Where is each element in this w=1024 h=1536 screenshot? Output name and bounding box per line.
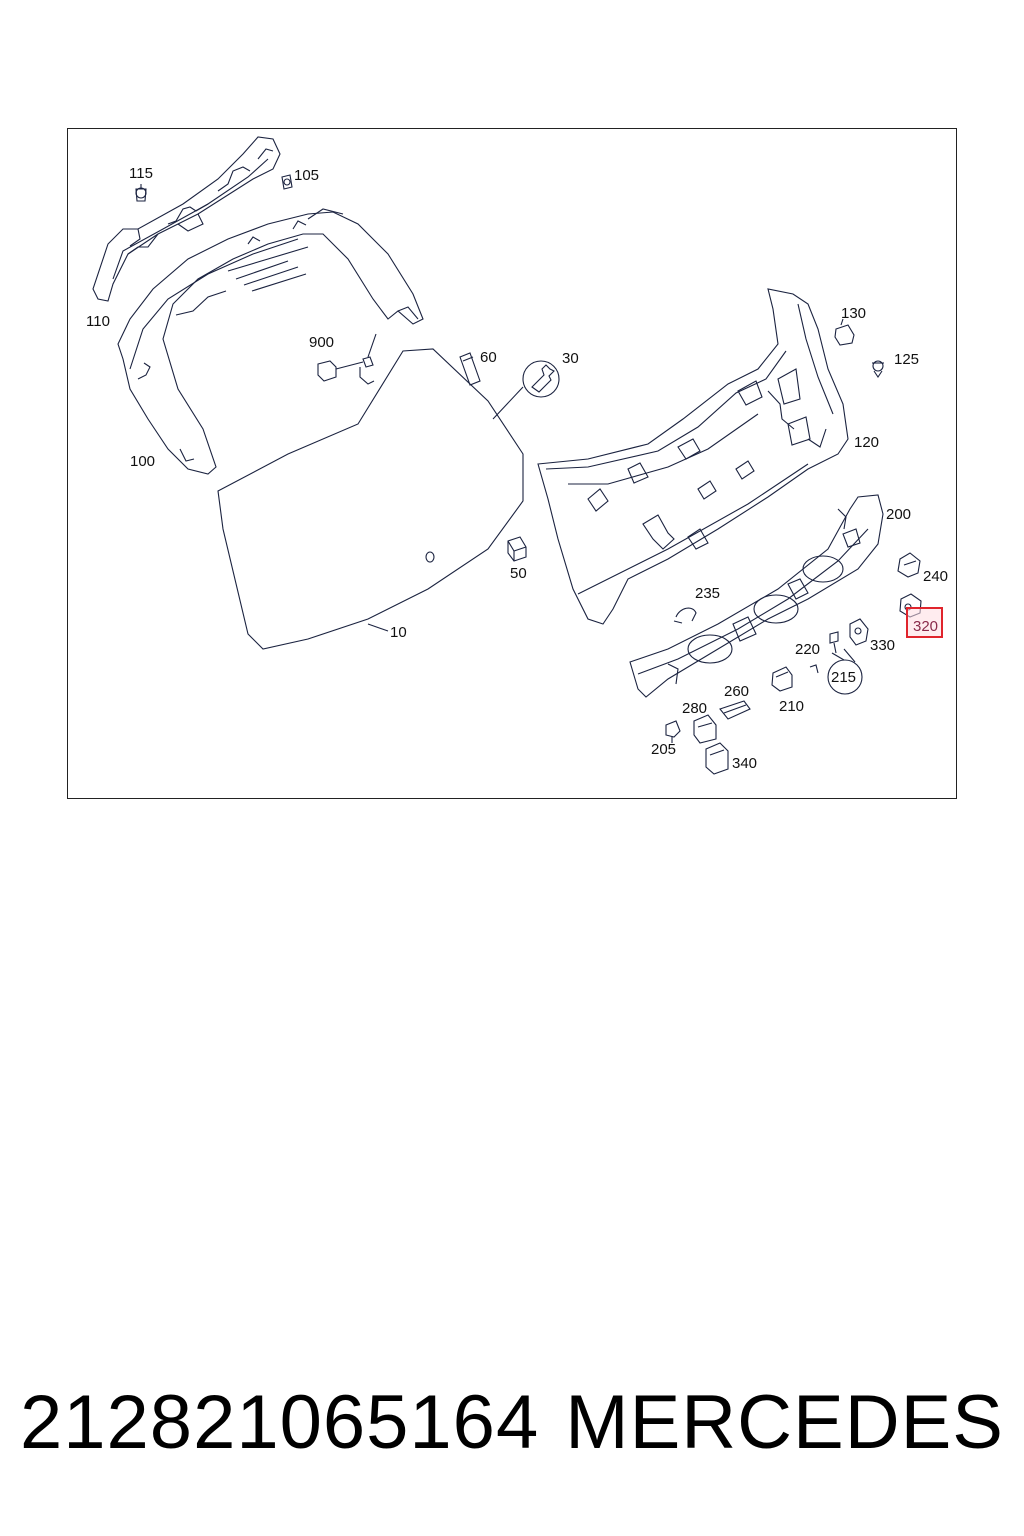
- connector-280-part: [693, 714, 717, 744]
- wrench-30-icon: [492, 360, 560, 420]
- clip-130-part: [834, 318, 855, 346]
- clip-115-part: [135, 184, 147, 202]
- callout-260: 260: [724, 683, 750, 700]
- callout-240: 240: [923, 568, 949, 585]
- callout-340: 340: [732, 755, 758, 772]
- hook-235-part: [673, 607, 697, 624]
- callout-10: 10: [390, 624, 407, 641]
- block-50-part: [507, 536, 527, 562]
- clip-205-part: [665, 720, 681, 743]
- callout-105: 105: [294, 167, 320, 184]
- rear-window-glass-part: [217, 348, 524, 650]
- callout-115: 115: [129, 165, 153, 182]
- callout-100: 100: [130, 453, 156, 470]
- switch-210-part: [771, 666, 793, 692]
- clip-125-part: [872, 360, 884, 378]
- callout-215: 215: [831, 669, 857, 686]
- callout-330: 330: [870, 637, 896, 654]
- clip-330-part: [849, 618, 869, 646]
- sensor-900-part: [317, 333, 377, 385]
- callout-50: 50: [510, 565, 527, 582]
- callout-280: 280: [682, 700, 708, 717]
- part-number: 212821065164: [20, 1380, 540, 1465]
- liftgate-trim-120-part: [537, 288, 849, 625]
- callout-60: 60: [480, 349, 497, 366]
- screw-220-part: [829, 631, 839, 654]
- callout-205: 205: [651, 741, 677, 758]
- callout-200: 200: [886, 506, 912, 523]
- callout-210: 210: [779, 698, 805, 715]
- callout-30: 30: [562, 350, 579, 367]
- diagram-frame: 115 105 110 900 60 30 130 125 100 120 20…: [67, 128, 957, 799]
- clip-240-part: [897, 552, 921, 578]
- callout-235: 235: [695, 585, 721, 602]
- brand-name: MERCEDES: [565, 1380, 1004, 1465]
- callout-220: 220: [795, 641, 821, 658]
- strip-60-part: [459, 352, 481, 386]
- roof-trim-part: [92, 136, 281, 302]
- highlighted-part-box: [906, 607, 943, 638]
- footer: 212821065164 MERCEDES: [20, 1378, 1004, 1468]
- callout-125: 125: [894, 351, 920, 368]
- callout-110: 110: [86, 313, 110, 330]
- callout-120: 120: [854, 434, 880, 451]
- callout-130: 130: [841, 305, 867, 322]
- lower-trim-200-part: [629, 494, 884, 698]
- parts-drawing: [92, 136, 922, 775]
- light-260-part: [719, 700, 751, 720]
- clip-105-part: [281, 174, 293, 190]
- highlighted-part-label: 320: [913, 618, 939, 635]
- module-340-part: [705, 742, 729, 775]
- callout-900: 900: [309, 334, 335, 351]
- ref-215-part: [809, 648, 863, 695]
- side-trim-100-part: [117, 208, 424, 475]
